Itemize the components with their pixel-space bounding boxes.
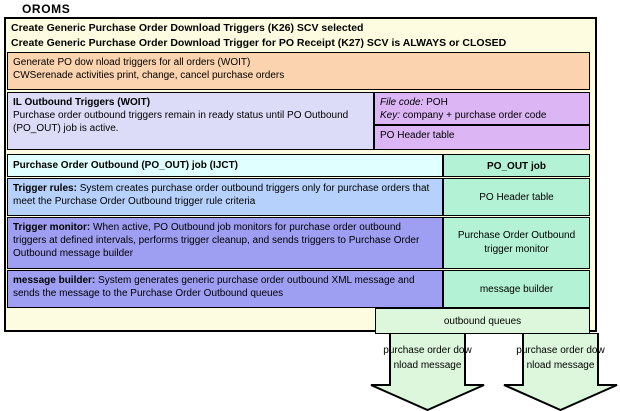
generate-line-1: Generate PO dow nload triggers for all o… [13,57,251,68]
woit-title: IL Outbound Triggers (WOIT) [13,97,151,108]
header-band: Create Generic Purchase Order Download T… [8,21,593,51]
trigger-monitor-row: Trigger monitor: When active, PO Outboun… [7,217,443,269]
outbound-queues-label: outbound queues [443,315,522,327]
header-line-2: Create Generic Purchase Order Download T… [11,37,507,50]
system-label: OROMS [22,2,71,16]
trigger-rules-row: Trigger rules: System creates purchase o… [7,178,443,216]
generate-triggers-box: Generate PO dow nload triggers for all o… [7,52,590,90]
outbound-queues-box: outbound queues [375,308,590,334]
trigger-rules-body: System creates purchase order outbound t… [13,183,430,207]
file-code-line: File code: POH [380,96,584,109]
trigger-monitor-title: Trigger monitor: [13,222,91,233]
message-builder-row: message builder: System generates generi… [7,270,443,308]
message-builder-title: message builder: [13,275,96,286]
trigger-rules-title: Trigger rules: [13,183,77,194]
po-out-job-title: Purchase Order Outbound (PO_OUT) job (IJ… [13,160,239,171]
down-arrow-icon [370,333,485,411]
file-code-box: File code: POH Key: company + purchase o… [374,92,590,125]
down-arrow-icon [503,333,618,411]
file-code-value: POH [426,97,448,108]
po-out-job-row: Purchase Order Outbound (PO_OUT) job (IJ… [7,154,443,177]
purchase-order-download-message-arrow-right: purchase order dow nload message [503,333,618,411]
purchase-order-download-message-arrow-left: purchase order dow nload message [370,333,485,411]
po-header-table-purple-box: PO Header table [374,125,590,150]
po-header-table-green-box: PO Header table [443,178,590,216]
header-line-1: Create Generic Purchase Order Download T… [11,22,364,34]
trigger-monitor-green-label: Purchase Order Outbound trigger monitor [457,230,576,255]
il-outbound-triggers-box: IL Outbound Triggers (WOIT) Purchase ord… [7,92,374,150]
message-builder-body: System generates generic purchase order … [13,275,415,299]
woit-body: Purchase order outbound triggers remain … [13,110,349,134]
message-builder-green-box: message builder [443,270,590,308]
po-header-green-label: PO Header table [479,191,554,203]
key-label: Key: [380,110,401,121]
file-code-label: File code: [380,97,424,108]
trigger-monitor-green-box: Purchase Order Outbound trigger monitor [443,217,590,269]
po-out-job-green-label: PO_OUT job [487,161,546,172]
message-builder-green-label: message builder [479,283,554,295]
trigger-monitor-body: When active, PO Outbound job monitors fo… [13,222,420,259]
generate-line-2: CWSerenade activities print, change, can… [13,70,285,81]
key-value: company + purchase order code [402,110,547,121]
key-line: Key: company + purchase order code [380,109,584,122]
po-out-job-green-box: PO_OUT job [443,154,590,177]
po-header-purple-label: PO Header table [380,130,455,141]
